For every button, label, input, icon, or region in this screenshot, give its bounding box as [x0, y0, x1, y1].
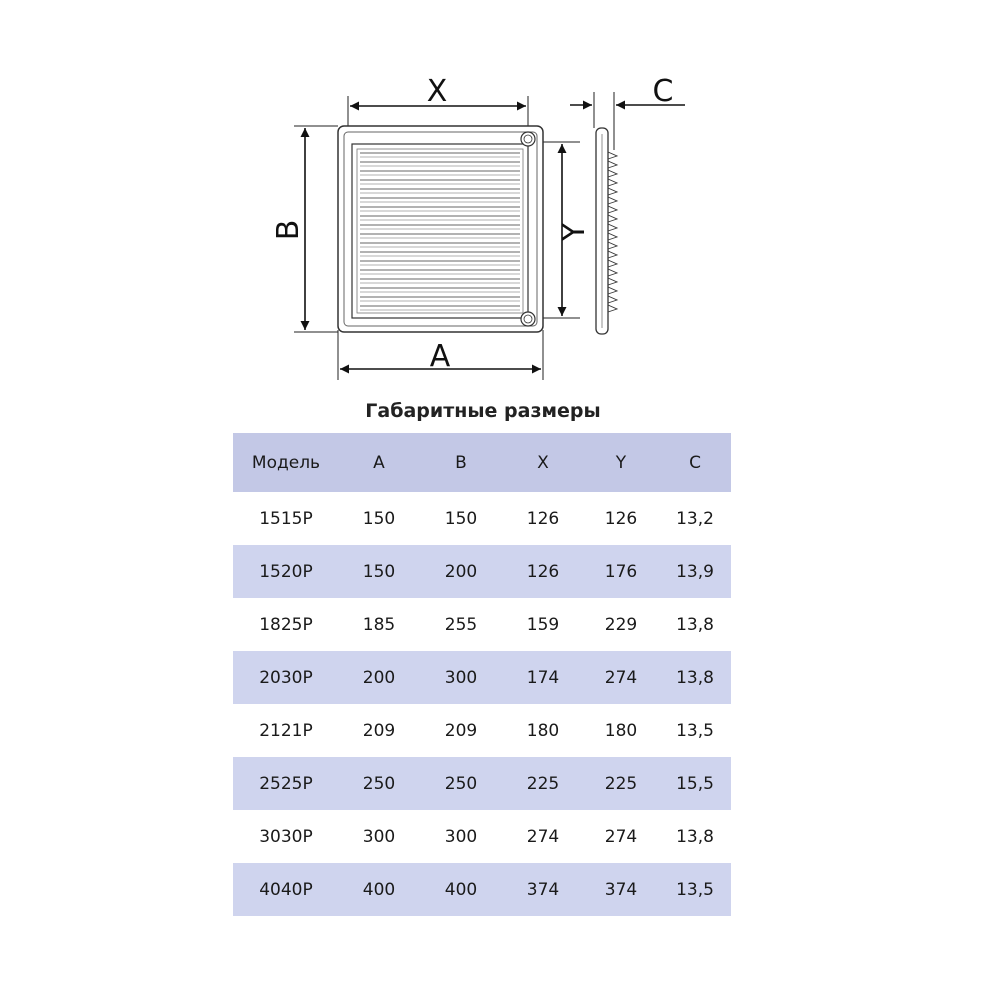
dim-label-x: X [427, 74, 448, 109]
cell-a: 250 [339, 757, 419, 810]
cell-x: 159 [526, 614, 560, 635]
cell-y: 225 [583, 757, 659, 810]
cell-y: 180 [604, 720, 638, 741]
mounting-hole-top [520, 131, 536, 147]
cell-x: 225 [503, 757, 583, 810]
cell-a: 209 [362, 720, 396, 741]
cell-a: 200 [339, 651, 419, 704]
cell-x: 174 [503, 651, 583, 704]
cell-c: 13,8 [676, 614, 714, 635]
grille-front-view [337, 125, 544, 333]
grille-slats [360, 152, 520, 311]
cell-model: 2525P [233, 757, 339, 810]
cell-c: 13,8 [659, 651, 731, 704]
cell-x: 274 [526, 826, 560, 847]
table-row: 3030P 300 300 274 274 13,8 [233, 810, 731, 863]
cell-a: 150 [362, 508, 396, 529]
table-row: 1515P 150 150 126 126 13,2 [233, 492, 731, 545]
cell-b: 209 [444, 720, 478, 741]
cell-x: 374 [503, 863, 583, 916]
cell-a: 300 [362, 826, 396, 847]
cell-model: 1515P [259, 508, 313, 529]
table-row: 2121P 209 209 180 180 13,5 [233, 704, 731, 757]
cell-b: 400 [419, 863, 503, 916]
column-header-y: Y [583, 433, 659, 492]
grille-side-view [595, 127, 619, 335]
cell-b: 250 [419, 757, 503, 810]
cell-model: 2121P [259, 720, 313, 741]
cell-x: 126 [503, 545, 583, 598]
cell-c: 15,5 [659, 757, 731, 810]
cell-b: 255 [444, 614, 478, 635]
cell-y: 126 [604, 508, 638, 529]
cell-c: 13,5 [659, 863, 731, 916]
cell-y: 274 [583, 651, 659, 704]
cell-model: 3030P [259, 826, 313, 847]
column-header-x: X [503, 433, 583, 492]
cell-a: 150 [339, 545, 419, 598]
cell-x: 180 [526, 720, 560, 741]
column-header-model: Модель [233, 433, 339, 492]
cell-b: 300 [444, 826, 478, 847]
column-header-c: C [659, 433, 731, 492]
grille-dimension-drawing: X A C B Y [271, 74, 685, 380]
cell-y: 274 [604, 826, 638, 847]
cell-b: 200 [419, 545, 503, 598]
cell-model: 4040P [233, 863, 339, 916]
cell-model: 1520P [233, 545, 339, 598]
dim-label-c: C [653, 74, 674, 109]
table-title: Габаритные размеры [365, 400, 601, 422]
cell-x: 126 [526, 508, 560, 529]
cell-b: 150 [444, 508, 478, 529]
cell-c: 13,5 [676, 720, 714, 741]
mounting-hole-bottom [520, 311, 536, 327]
cell-b: 300 [419, 651, 503, 704]
table-row: 1825P 185 255 159 229 13,8 [233, 598, 731, 651]
cell-y: 229 [604, 614, 638, 635]
cell-a: 185 [362, 614, 396, 635]
dimension-lines [300, 100, 685, 374]
cell-c: 13,9 [659, 545, 731, 598]
table-header-row: Модель A B X Y C [233, 433, 731, 492]
cell-c: 13,8 [676, 826, 714, 847]
dim-label-y: Y [557, 222, 592, 242]
cell-y: 374 [583, 863, 659, 916]
cell-c: 13,2 [676, 508, 714, 529]
dim-label-a: A [430, 339, 451, 374]
dim-label-b: B [271, 220, 306, 241]
cell-a: 400 [339, 863, 419, 916]
column-header-b: B [419, 433, 503, 492]
side-fins [607, 151, 619, 313]
cell-model: 1825P [259, 614, 313, 635]
cell-model: 2030P [233, 651, 339, 704]
cell-y: 176 [583, 545, 659, 598]
column-header-a: A [339, 433, 419, 492]
